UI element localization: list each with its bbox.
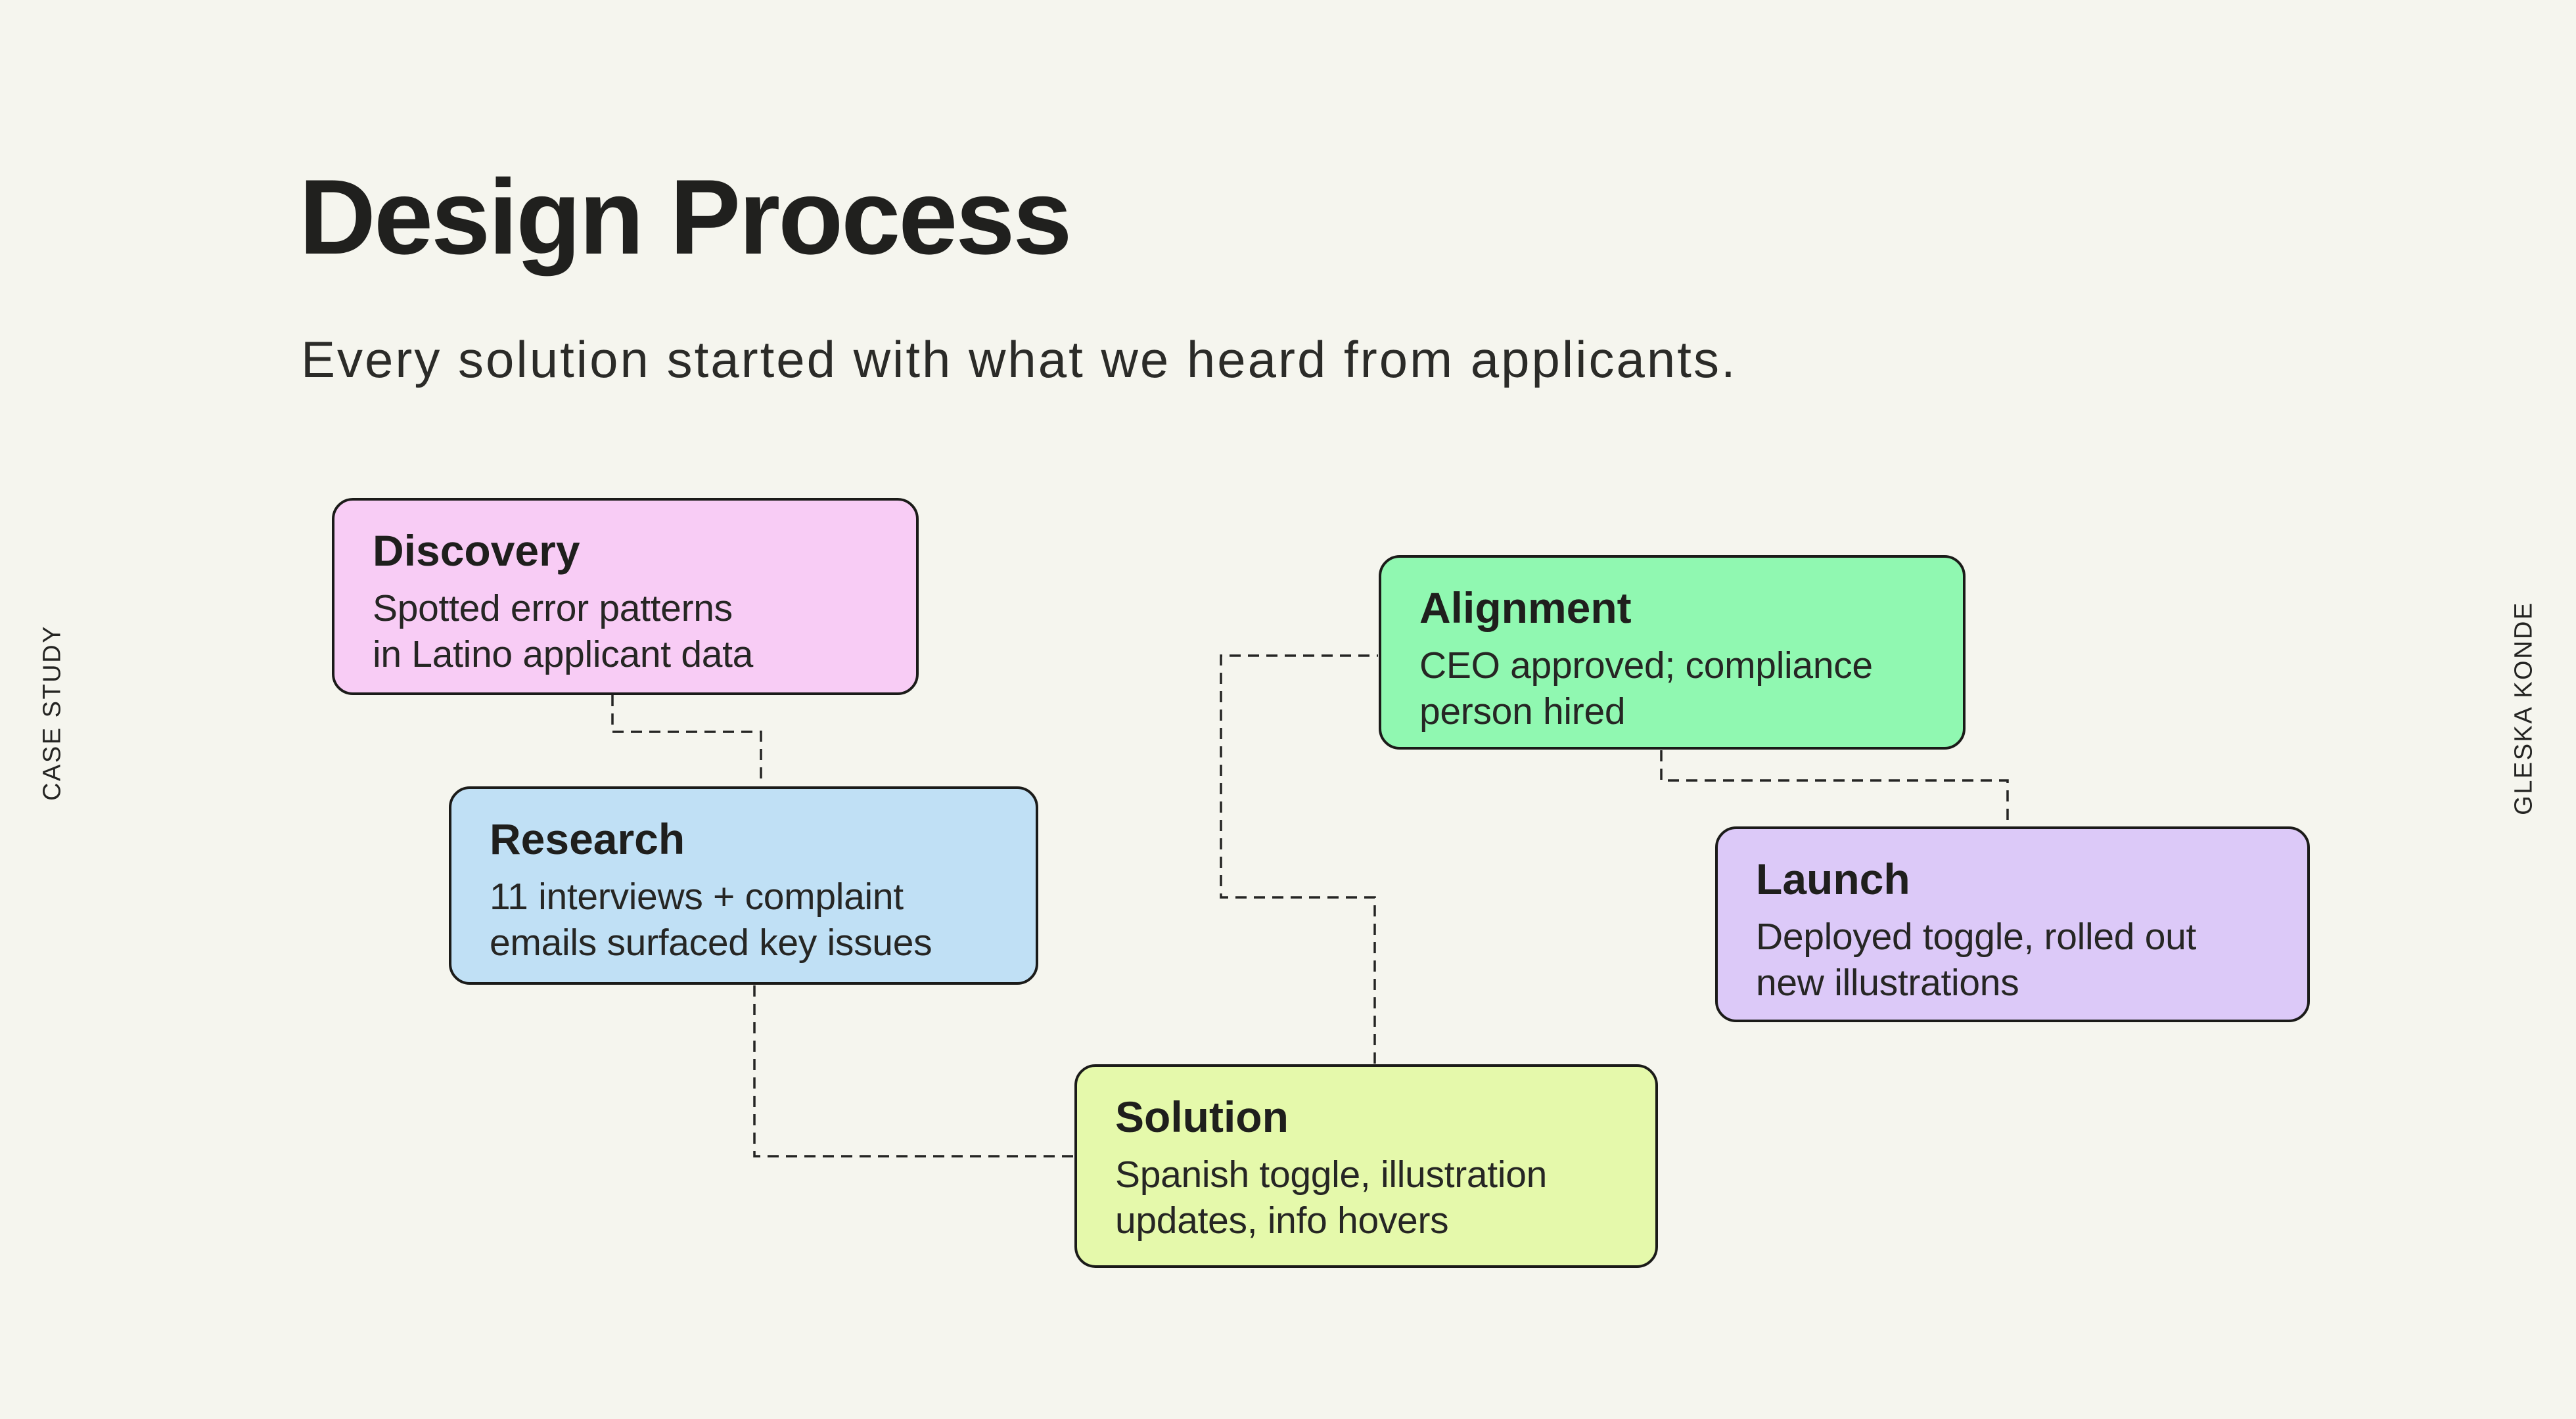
card-discovery-title: Discovery — [373, 526, 580, 575]
card-research-line-2: emails surfaced key issues — [490, 921, 932, 964]
page-title: Design Process — [299, 158, 1072, 277]
card-discovery: Discovery Spotted error patterns in Lati… — [332, 498, 919, 695]
card-solution-line-2: updates, info hovers — [1115, 1199, 1449, 1242]
card-launch-line-2: new illustrations — [1756, 961, 2019, 1004]
card-alignment-line-2: person hired — [1419, 690, 1626, 732]
connector-research-solution — [753, 985, 1074, 1158]
connector-solution-alignment — [1220, 654, 1378, 1064]
card-launch-title: Launch — [1756, 855, 1910, 903]
card-discovery-line-2: in Latino applicant data — [373, 633, 754, 675]
card-launch-line-1: Deployed toggle, rolled out — [1756, 916, 2197, 958]
card-research-line-1: 11 interviews + complaint — [490, 876, 904, 918]
card-research: Research 11 interviews + complaint email… — [449, 786, 1038, 985]
card-launch: Launch Deployed toggle, rolled out new i… — [1715, 826, 2310, 1022]
card-discovery-line-1: Spotted error patterns — [373, 587, 733, 629]
connector-alignment-launch — [1660, 750, 2009, 826]
card-alignment: Alignment CEO approved; compliance perso… — [1379, 555, 1966, 750]
card-solution: Solution Spanish toggle, illustration up… — [1074, 1064, 1658, 1268]
connector-discovery-research — [611, 695, 762, 786]
page-subtitle: Every solution started with what we hear… — [301, 330, 1737, 388]
card-research-title: Research — [490, 815, 685, 863]
card-alignment-line-1: CEO approved; compliance — [1419, 644, 1873, 687]
card-alignment-title: Alignment — [1419, 583, 1632, 632]
card-solution-line-1: Spanish toggle, illustration — [1115, 1154, 1548, 1196]
card-solution-title: Solution — [1115, 1092, 1289, 1141]
